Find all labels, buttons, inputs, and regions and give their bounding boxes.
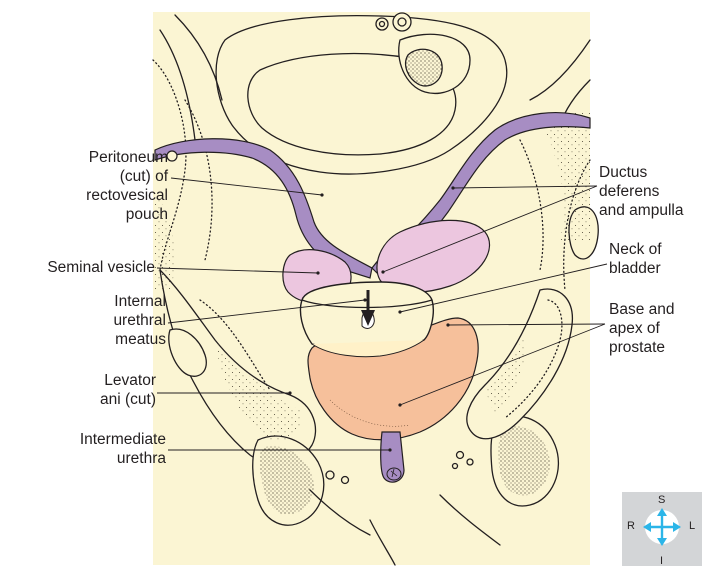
compass-right-label: R <box>627 521 635 532</box>
label-peritoneum: Peritoneum (cut) of rectovesical pouch <box>10 148 168 224</box>
label-ductus-deferens: Ductus deferens and ampulla <box>599 163 717 220</box>
label-internal-urethral-meatus: Internal urethral meatus <box>10 292 166 349</box>
label-neck-of-bladder: Neck of bladder <box>609 240 717 278</box>
compass-inferior-label: I <box>660 556 663 567</box>
label-seminal-vesicle: Seminal vesicle <box>0 258 155 277</box>
compass-left-label: L <box>689 521 695 532</box>
compass-superior-label: S <box>658 495 665 506</box>
label-levator-ani: Levator ani (cut) <box>10 371 156 409</box>
label-intermediate-urethra: Intermediate urethra <box>10 430 166 468</box>
label-base-apex-prostate: Base and apex of prostate <box>609 300 717 357</box>
